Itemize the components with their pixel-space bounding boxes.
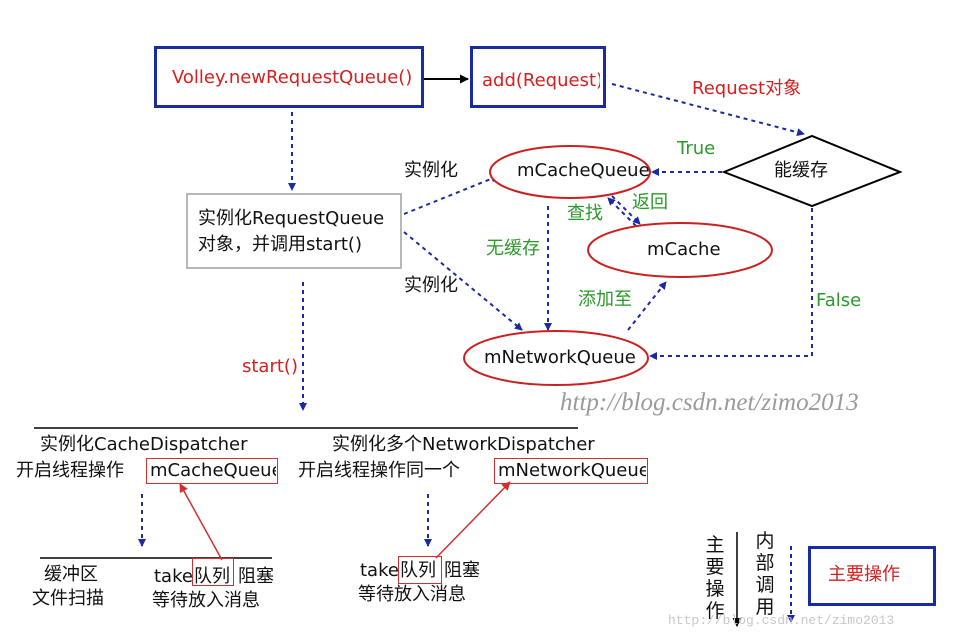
network-dispatcher-line1: 实例化多个NetworkDispatcher [332, 434, 595, 455]
add-to-label: 添加至 [578, 289, 632, 310]
footer-watermark: http://blog.csdn.net/zimo2013 [668, 613, 895, 628]
arrow-return [607, 197, 637, 227]
add-request-label: add(Request) [482, 72, 600, 90]
network-queue-ellipse [463, 330, 649, 386]
instantiate-queue-line1: 实例化RequestQueue [198, 208, 385, 229]
legend-main-op-box [808, 546, 936, 606]
network-take-suffix: 阻塞 [444, 560, 480, 581]
watermark: http://blog.csdn.net/zimo2013 [560, 389, 859, 416]
volley-new-queue-box [154, 46, 424, 108]
cache-dispatcher-line2-framed: mCacheQueue [150, 462, 276, 480]
instantiate-queue-box [186, 193, 402, 269]
network-take-framed: 队列 [400, 560, 436, 581]
no-cache-label: 无缓存 [486, 238, 540, 259]
network-dispatcher-line2-framed: mNetworkQueue [498, 462, 646, 480]
cache-take-queue-frame [192, 558, 234, 586]
legend-main-op-box-label: 主要操作 [828, 564, 900, 585]
cache-wait-label: 等待放入消息 [152, 590, 260, 611]
request-object-label: Request对象 [692, 78, 802, 99]
instantiate-queue-line2: 对象，并调用start() [198, 234, 362, 255]
cache-queue-ellipse [489, 145, 651, 199]
can-cache-label: 能缓存 [774, 160, 828, 181]
cache-dispatcher-line2-prefix: 开启线程操作 [16, 460, 124, 481]
network-take-prefix: take [360, 560, 399, 581]
network-wait-label: 等待放入消息 [358, 584, 466, 605]
cache-label: mCache [647, 239, 721, 260]
instantiate-top-label: 实例化 [404, 160, 458, 181]
cache-take-suffix: 阻塞 [238, 566, 274, 587]
false-label: False [816, 290, 862, 311]
network-dispatcher-line2-prefix: 开启线程操作同一个 [298, 460, 460, 481]
cache-queue-frame [146, 458, 278, 484]
legend-main-op-vertical: 主要操作 [705, 534, 725, 622]
arrow-instantiate-cache-queue [403, 174, 499, 215]
network-queue-frame [494, 458, 648, 484]
cache-queue-label: mCacheQueue [517, 160, 650, 181]
lookup-label: 查找 [567, 203, 603, 224]
arrow-add-to-can-cache [611, 83, 805, 137]
true-label: True [677, 138, 716, 159]
cache-take-framed: 队列 [194, 566, 230, 587]
arrow-take-to-cache-queue [179, 483, 223, 561]
arrow-lookup [611, 195, 641, 225]
network-queue-label: mNetworkQueue [484, 347, 636, 368]
network-take-queue-frame [398, 556, 442, 584]
add-request-box [470, 46, 606, 108]
cache-take-prefix: take [154, 566, 193, 587]
arrow-instantiate-network-queue [403, 231, 523, 331]
cache-dispatcher-line1: 实例化CacheDispatcher [40, 434, 248, 455]
cache-ellipse [587, 222, 773, 278]
return-label: 返回 [632, 192, 668, 213]
arrow-take-to-network-queue [435, 481, 511, 559]
instantiate-bottom-label: 实例化 [404, 275, 458, 296]
start-label: start() [242, 356, 298, 377]
legend-internal-call-vertical: 内部调用 [755, 530, 775, 618]
can-cache-diamond [721, 134, 903, 208]
buffer-label: 缓冲区 [44, 564, 98, 585]
volley-new-queue-label: Volley.newRequestQueue() [172, 67, 413, 88]
arrow-add-to-cache [627, 281, 667, 331]
file-scan-label: 文件扫描 [32, 588, 104, 609]
arrow-false-to-network-queue [649, 208, 813, 360]
